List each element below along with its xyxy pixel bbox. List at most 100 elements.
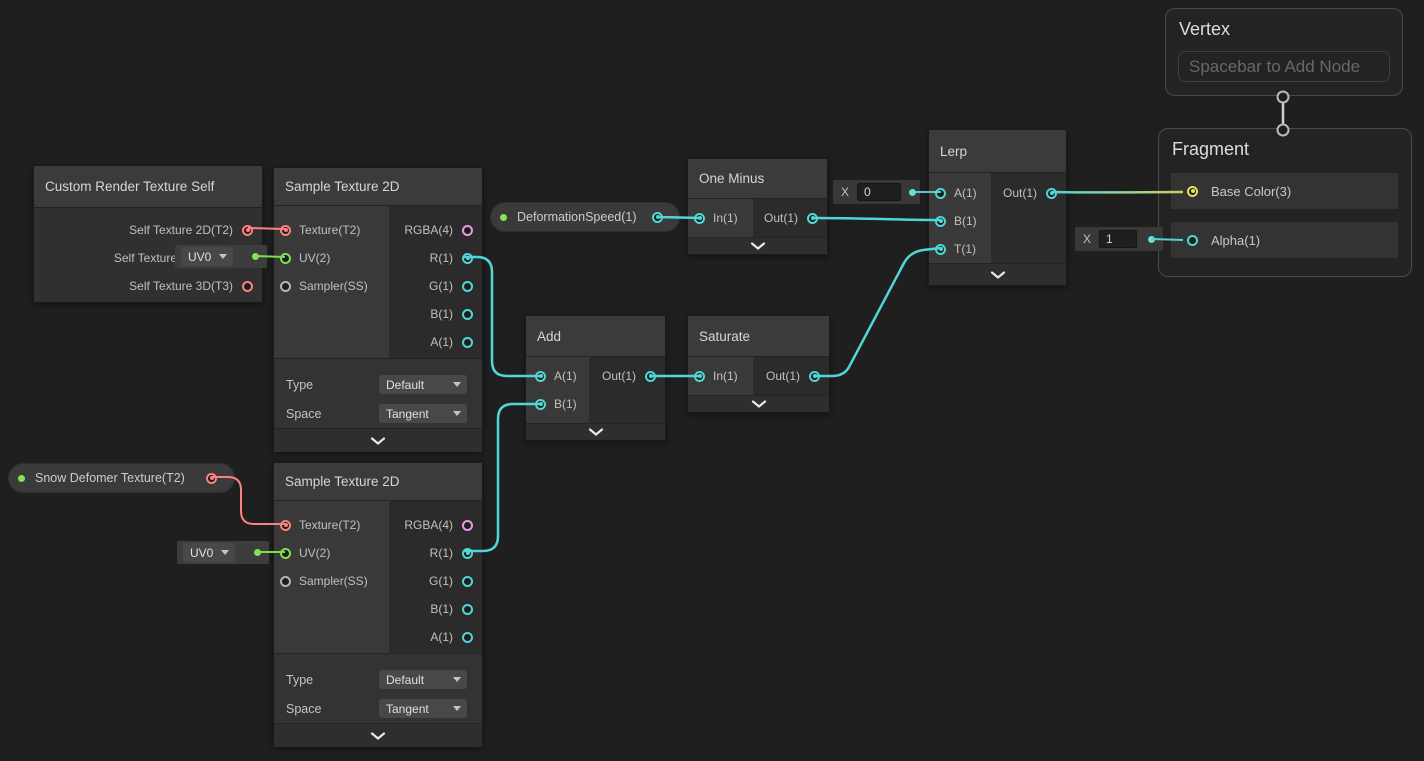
port-sampler-in[interactable] <box>280 280 291 292</box>
port-label: A(1) <box>430 335 453 349</box>
port-label: Alpha(1) <box>1211 232 1261 248</box>
port-a[interactable] <box>535 370 546 382</box>
node-one-minus[interactable]: One Minus In(1) Out(1) <box>687 158 828 255</box>
node-title: Add <box>526 316 665 357</box>
slot-base-color[interactable]: Base Color(3) <box>1171 173 1398 209</box>
alpha-value-input[interactable] <box>1099 230 1138 248</box>
dropdown-value: Tangent <box>386 406 429 421</box>
space-dropdown[interactable]: Tangent <box>379 404 467 423</box>
control-label: Space <box>286 406 322 421</box>
collapse-chevron-icon <box>751 400 766 408</box>
port-texture-in[interactable] <box>280 224 291 236</box>
port-in[interactable] <box>694 370 705 382</box>
slot-alpha[interactable]: Alpha(1) <box>1171 222 1398 258</box>
node-sample-texture-2d-bottom[interactable]: Sample Texture 2D Texture(T2) UV(2) Samp… <box>273 462 483 747</box>
port-label: Out(1) <box>1002 186 1037 200</box>
port-g-out[interactable] <box>462 575 473 587</box>
port-t[interactable] <box>935 243 946 255</box>
edge-saturate-to-lerp-t[interactable] <box>813 246 942 378</box>
port-base-color[interactable] <box>1187 185 1198 197</box>
lerp-a-default-widget: X <box>833 180 920 204</box>
connector-dot <box>909 188 917 196</box>
node-sample-texture-2d-top[interactable]: Sample Texture 2D Texture(T2) UV(2) Samp… <box>273 167 483 452</box>
collapse-button[interactable] <box>526 423 665 440</box>
vertex-context-block[interactable]: Vertex Spacebar to Add Node <box>1165 8 1403 96</box>
port-label: R(1) <box>429 251 453 265</box>
property-output-port[interactable] <box>652 211 663 223</box>
port-uv-in[interactable] <box>280 252 291 264</box>
type-dropdown[interactable]: Default <box>379 375 467 394</box>
port-b-out[interactable] <box>462 603 473 615</box>
port-alpha[interactable] <box>1187 234 1198 246</box>
port-g-out[interactable] <box>462 280 473 292</box>
port-label: B(1) <box>430 307 453 321</box>
port-in[interactable] <box>694 212 705 224</box>
control-label: Type <box>286 672 314 687</box>
port-a-out[interactable] <box>462 631 473 643</box>
port-label: T(1) <box>954 242 976 256</box>
port-b[interactable] <box>935 215 946 227</box>
port-label: Self Texture 3D(T3) <box>129 279 233 293</box>
port-label: UV(2) <box>299 546 331 560</box>
port-texture-in[interactable] <box>280 519 291 531</box>
collapse-button[interactable] <box>274 723 482 747</box>
node-title: One Minus <box>688 159 827 199</box>
collapse-button[interactable] <box>274 428 482 452</box>
port-label: Out(1) <box>601 369 636 383</box>
block-title: Vertex <box>1179 19 1231 39</box>
node-saturate[interactable]: Saturate In(1) Out(1) <box>687 315 830 413</box>
node-custom-render-texture-self[interactable]: Custom Render Texture Self Self Texture … <box>33 165 263 303</box>
chevron-down-icon <box>221 550 229 555</box>
property-dot-icon <box>500 213 507 221</box>
port-label: Texture(T2) <box>299 518 361 532</box>
collapse-button[interactable] <box>688 395 829 412</box>
chevron-down-icon <box>453 382 461 387</box>
port-uv-in[interactable] <box>280 547 291 559</box>
port-sampler-in[interactable] <box>280 575 291 587</box>
port-a-out[interactable] <box>462 336 473 348</box>
port-rgba-out[interactable] <box>462 224 473 236</box>
property-pill-deformation-speed[interactable]: DeformationSpeed(1) <box>490 202 680 232</box>
collapse-chevron-icon <box>588 428 603 436</box>
uv-channel-dropdown[interactable]: UV0 <box>181 247 233 266</box>
port-self-texture-2d[interactable] <box>242 224 253 236</box>
port-b[interactable] <box>535 398 546 410</box>
connector-dot <box>252 253 259 260</box>
port-out[interactable] <box>809 370 820 382</box>
fragment-context-block[interactable]: Fragment Base Color(3) Alpha(1) <box>1158 128 1412 277</box>
port-r-out[interactable] <box>462 252 473 264</box>
collapse-chevron-icon <box>370 436 386 445</box>
port-out[interactable] <box>807 212 818 224</box>
dropdown-value: UV0 <box>190 545 214 560</box>
property-output-port[interactable] <box>206 472 217 484</box>
port-rgba-out[interactable] <box>462 519 473 531</box>
node-add[interactable]: Add A(1) B(1) Out(1) <box>525 315 666 441</box>
port-self-texture-3d[interactable] <box>242 280 253 292</box>
property-pill-snow-defomer-texture[interactable]: Snow Defomer Texture(T2) <box>8 463 235 493</box>
collapse-button[interactable] <box>929 263 1066 285</box>
edge-oneminus-to-lerp-b[interactable] <box>812 216 942 222</box>
control-label: Space <box>286 701 322 716</box>
uv-channel-dropdown[interactable]: UV0 <box>183 543 235 562</box>
port-a[interactable] <box>935 187 946 199</box>
uv-default-widget-top: UV0 <box>175 245 267 268</box>
connector-dot <box>254 549 261 556</box>
port-label: Out(1) <box>765 369 800 383</box>
collapse-button[interactable] <box>688 237 827 254</box>
space-dropdown[interactable]: Tangent <box>379 699 467 718</box>
add-node-placeholder[interactable]: Spacebar to Add Node <box>1178 51 1390 82</box>
port-label: In(1) <box>713 369 738 383</box>
node-title: Sample Texture 2D <box>274 463 482 501</box>
type-dropdown[interactable]: Default <box>379 670 467 689</box>
port-r-out[interactable] <box>462 547 473 559</box>
port-out[interactable] <box>1046 187 1057 199</box>
x-component-label: X <box>841 185 850 199</box>
dropdown-value: Default <box>386 377 425 392</box>
control-label: Type <box>286 377 314 392</box>
port-b-out[interactable] <box>462 308 473 320</box>
port-label: A(1) <box>554 369 577 383</box>
port-out[interactable] <box>645 370 656 382</box>
node-lerp[interactable]: Lerp A(1) B(1) T(1) Out(1) <box>928 129 1067 286</box>
lerp-a-value-input[interactable] <box>857 183 902 201</box>
